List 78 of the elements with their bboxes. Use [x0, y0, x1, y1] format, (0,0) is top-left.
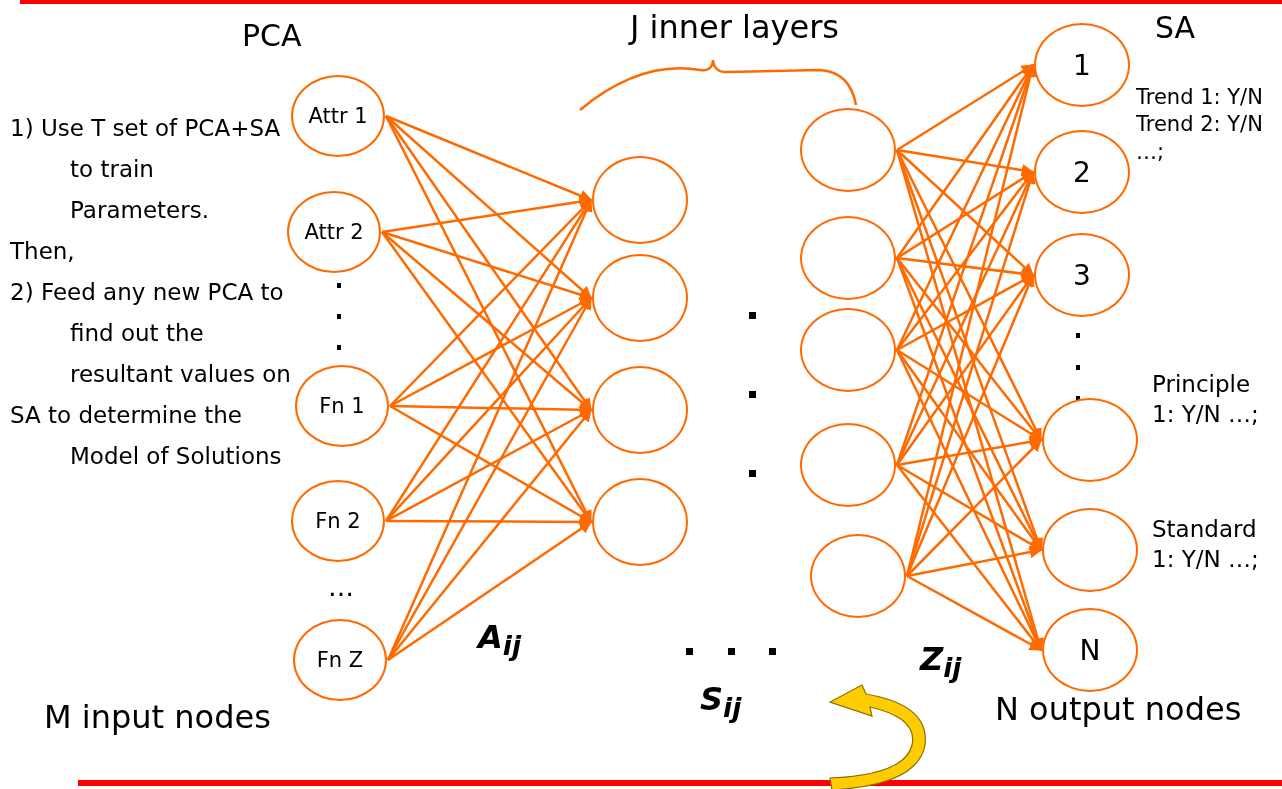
neuron-circle [1034, 130, 1130, 214]
neuron-circle [293, 619, 387, 701]
arrow [896, 274, 1034, 466]
arrow [905, 273, 1035, 577]
neuron-circle [800, 216, 896, 300]
arrow [381, 231, 592, 411]
arrow [905, 170, 1036, 577]
arrow [387, 520, 593, 662]
arrow [896, 464, 1042, 651]
node-label: 3 [1073, 258, 1091, 292]
node-label: Attr 1 [308, 104, 368, 128]
arrow [906, 439, 1042, 577]
arrow [896, 435, 1043, 467]
node-annotation: Principle 1: Y/N …; [1152, 370, 1260, 429]
instruction-text: Then, [10, 237, 76, 266]
neuron-circle [1042, 398, 1138, 482]
arrow [896, 349, 1042, 551]
arrow [381, 195, 593, 234]
neuron-circle [287, 191, 381, 273]
arrow [896, 149, 1034, 276]
arrow [896, 148, 1035, 177]
node-label: Fn Z [316, 648, 364, 672]
neuron-circle [800, 308, 896, 392]
arrow [896, 257, 1042, 441]
arrow [385, 297, 592, 522]
arrow [896, 63, 1035, 152]
neuron-circle [800, 108, 896, 192]
node-annotation: Standard 1: Y/N …; [1152, 515, 1260, 574]
caption-text: N output nodes [995, 690, 1242, 728]
caption-text: … [328, 572, 354, 602]
arrow [895, 170, 1035, 466]
arrow [906, 574, 1043, 652]
arrow [895, 349, 1043, 652]
arrow [906, 546, 1043, 578]
arrow [386, 296, 593, 661]
arrow [385, 115, 592, 299]
neuron-circle [1042, 608, 1138, 692]
neuron-circle [291, 75, 385, 157]
arrow [896, 348, 1043, 442]
weight-label: Z$_{ij}$ [920, 640, 962, 684]
arrow [384, 115, 593, 524]
neuron-circle [592, 478, 688, 566]
node-label: Fn 2 [315, 509, 361, 533]
neuron-circle [592, 366, 688, 454]
arrow [381, 230, 593, 301]
caption-text: M input nodes [44, 698, 271, 736]
weight-label: S$_{ij}$ [700, 680, 742, 724]
arrow [895, 64, 1035, 259]
arrow [896, 463, 1043, 552]
arrow [385, 114, 593, 202]
node-label: N [1079, 633, 1101, 667]
arrow [895, 63, 1035, 351]
arrow [389, 199, 592, 407]
arrow [387, 409, 592, 661]
instruction-text: 2) Feed any new PCA to find out the resultant values on [10, 278, 292, 389]
arrow [389, 296, 593, 408]
neuron-circle [295, 365, 389, 447]
neuron-circle [592, 254, 688, 342]
neuron-circle [592, 156, 688, 244]
node-annotation: Trend 1: Y/N Trend 2: Y/N …; [1136, 84, 1264, 166]
node-label: 2 [1073, 155, 1091, 189]
arrow [896, 256, 1035, 280]
node-label: 1 [1073, 48, 1091, 82]
node-label: Fn 1 [319, 394, 365, 418]
neuron-circle [291, 480, 385, 562]
neuron-circle [1034, 233, 1130, 317]
neuron-circle [810, 534, 906, 618]
neuron-circle [800, 423, 896, 507]
instruction-text: 1) Use T set of PCA+SA to train Parameters. [10, 114, 282, 225]
weight-label: A$_{ij}$ [478, 618, 522, 662]
arrow [896, 170, 1035, 260]
instruction-text: SA to determine the Model of Solutions [10, 401, 283, 471]
caption-text: SA [1155, 10, 1196, 45]
node-label: Attr 2 [304, 220, 364, 244]
caption-text: PCA [242, 18, 302, 53]
neuron-circle [1034, 23, 1130, 107]
caption-text: J inner layers [630, 8, 840, 46]
neuron-circle [1042, 508, 1138, 592]
